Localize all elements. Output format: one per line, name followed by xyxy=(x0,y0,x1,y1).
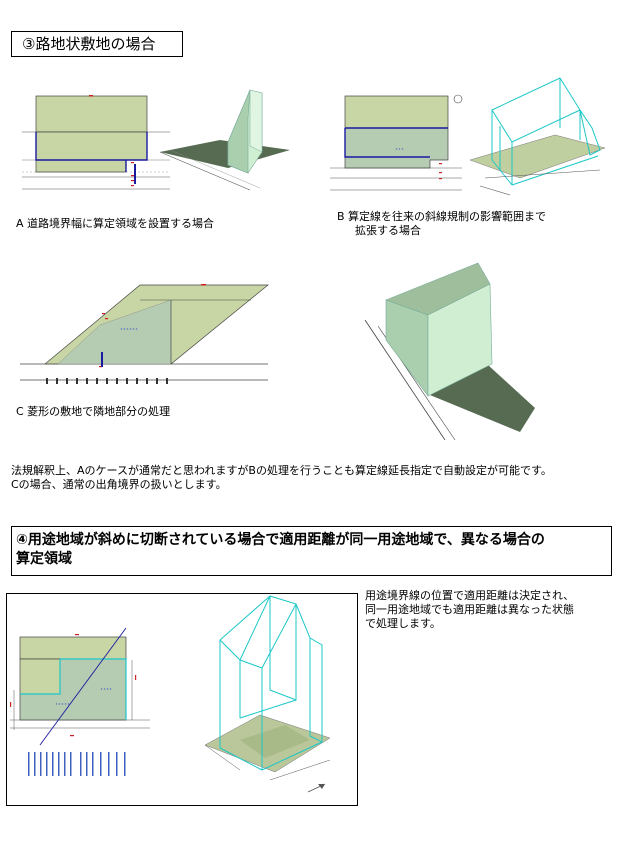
diagram-c-tick-row xyxy=(46,378,168,384)
diagram-a-mass-side xyxy=(227,89,251,174)
caption-a: A 道路境界幅に算定領域を設置する場合 xyxy=(16,217,215,230)
section3-title-box: ③路地状敷地の場合 xyxy=(11,31,183,57)
section4-desc-line1: 用途境界線の位置で適用距離は決定され、 xyxy=(365,589,575,602)
diagram-b-boundary xyxy=(344,127,448,158)
caption-b-line1: B 算定線を往来の斜線規制の影響範囲まで xyxy=(337,210,547,223)
svg-text:ｘｘｘｘ: ｘｘｘｘ xyxy=(100,687,112,691)
section4-label-columns xyxy=(28,752,126,776)
note-line1: 法規解釈上、Aのケースが通常だと思われますがBの処理を行うことも算定線延長指定で… xyxy=(11,464,552,477)
diagram-a-marks xyxy=(89,95,134,187)
section4-desc-line2: 同一用途地域でも適用距離は異なった状態 xyxy=(365,603,574,616)
diagram-c-marks xyxy=(99,284,206,368)
caption-b-line2: 拡張する場合 xyxy=(355,224,421,237)
diagram-a-site-upper xyxy=(35,95,148,133)
section3-title: ③路地状敷地の場合 xyxy=(22,35,156,53)
section4-title-line2: 算定領域 xyxy=(16,551,72,567)
svg-text:ｘｘｘ: ｘｘｘ xyxy=(395,147,404,151)
section4-wireframe xyxy=(219,595,323,771)
section4-zone-line xyxy=(39,627,127,746)
caption-c: C 菱形の敷地で隣地部分の処理 xyxy=(16,405,171,418)
section4-title-box: ④用途地域が斜めに切断されている場合で適用距離が同一用途地域で、異なる場合の 算… xyxy=(11,526,612,576)
section4-figure-frame xyxy=(6,593,358,806)
svg-text:ｘｘｘｘｘｘ: ｘｘｘｘｘｘ xyxy=(120,327,138,331)
section4-title-line1: ④用途地域が斜めに切断されている場合で適用距離が同一用途地域で、異なる場合の xyxy=(16,532,545,548)
diagram-a-boundary xyxy=(35,132,148,172)
svg-text:ｘｘｘｘｘ: ｘｘｘｘｘ xyxy=(55,702,70,706)
diagram-b-ground xyxy=(469,134,606,179)
note-line2: Cの場合、通常の出角境界の扱いとします。 xyxy=(11,478,227,491)
diagram-b-site-upper xyxy=(344,95,449,129)
diagram-b-north-mark xyxy=(453,94,463,104)
section4-desc-line3: で処理します。 xyxy=(365,617,441,630)
diagram-b-wireframe xyxy=(491,77,601,186)
diagram-c-mass-front xyxy=(427,283,493,397)
